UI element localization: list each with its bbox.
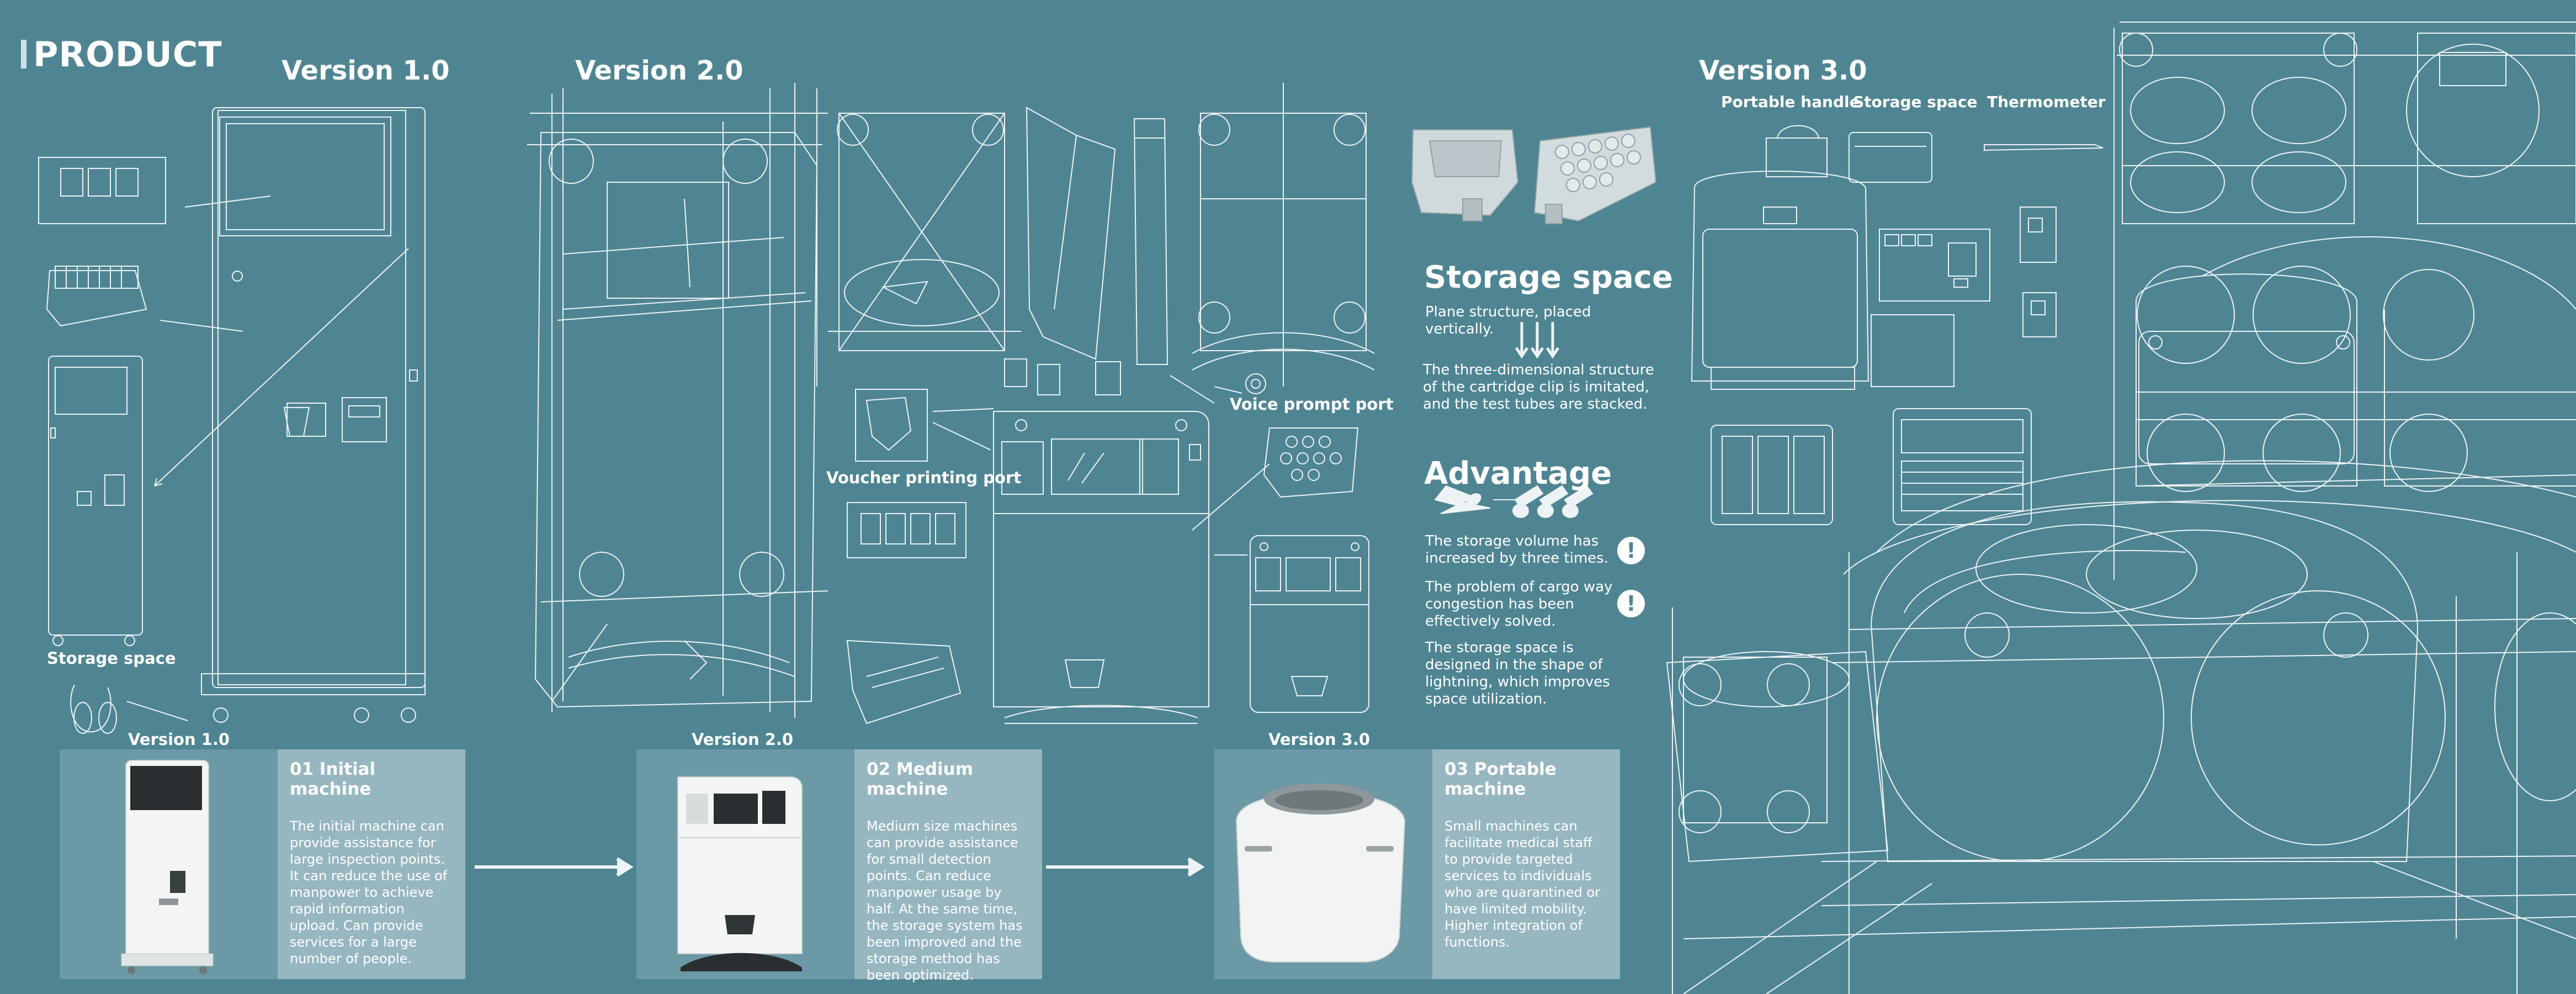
card1-version-label: Version 1.0 [128,730,230,749]
kiosk-render [121,760,214,974]
advantage-heading: Advantage [1424,456,1612,491]
voucher-printing-port-label: Voucher printing port [826,468,1022,487]
card3-version-label: Version 3.0 [1268,730,1371,749]
v2-wireframe-sketch [527,83,828,718]
thermometer-label: Thermometer [1987,93,2106,111]
advantage-item-2: The problem of cargo way congestion has … [1425,579,1613,630]
card2-title: 02 Medium machine [867,759,973,799]
version2-title: Version 2.0 [575,55,743,86]
card-portable-machine: 03 Portable machine Small machines can f… [1214,749,1620,979]
card1-title: 01 Initial machine [290,759,376,799]
alert-icon-1: ! [1617,537,1645,564]
card1-body: The initial machine can provide assistan… [290,818,448,966]
v2-machine-sketch [994,374,1266,723]
storage-part-renders [1412,127,1656,224]
card3-text-panel: 03 Portable machine Small machines can f… [1432,749,1620,979]
card3-title: 03 Portable machine [1444,759,1557,799]
version3-title: Version 3.0 [1699,55,1867,86]
v1-parts-sketch [39,157,270,733]
card1-photo [60,749,278,979]
card2-photo [636,749,854,979]
storage-space-heading: Storage space [1424,260,1673,295]
v1-kiosk-sketch [155,108,425,722]
version1-storage-label: Storage space [47,649,176,668]
medium-machine-render [677,776,803,971]
card3-photo [1214,749,1432,979]
portable-handle-label: Portable handle [1721,93,1860,111]
v2-box-views-sketch [817,83,1374,387]
advantage-item-1: The storage volume has increased by thre… [1425,533,1609,567]
card-initial-machine: 01 Initial machine The initial machine c… [60,749,465,979]
alert-icon-2: ! [1617,590,1645,617]
portable-machine-render [1235,784,1406,963]
v3-perspective-sketch [1667,461,2576,994]
card3-body: Small machines can facilitate medical st… [1444,818,1600,950]
page-title: PRODUCT [33,34,222,75]
voice-prompt-port-label: Voice prompt port [1230,395,1394,414]
v3-parts-sketch [1692,126,2103,525]
v3-storage-space-label: Storage space [1853,93,1978,111]
title-accent-bar [21,40,26,68]
storage-space-text-2: The three-dimensional structure of the c… [1423,362,1654,413]
storage-space-text-1: Plane structure, placed vertically. [1425,304,1591,337]
card2-body: Medium size machines can provide assista… [867,818,1023,983]
card1-text-panel: 01 Initial machine The initial machine c… [278,749,465,979]
v3-wireframe-sketch [2114,22,2576,580]
card2-text-panel: 02 Medium machine Medium size machines c… [854,749,1042,983]
card2-version-label: Version 2.0 [692,730,794,749]
v2-parts-sketch [847,359,1369,723]
card-medium-machine: 02 Medium machine Medium size machines c… [636,749,1042,983]
advantage-item-3: The storage space is designed in the sha… [1425,639,1610,707]
version1-title: Version 1.0 [281,55,450,86]
